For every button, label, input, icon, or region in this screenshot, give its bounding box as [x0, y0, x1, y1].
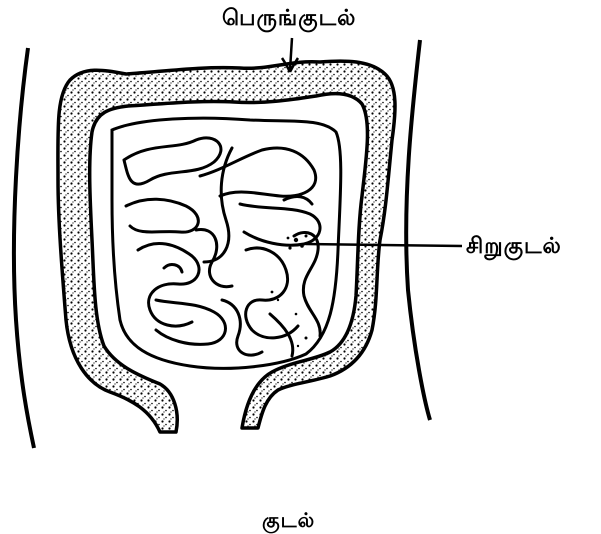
small-intestine-label: சிறுகுடல் [466, 236, 562, 258]
label-pointer-small [306, 244, 462, 246]
diagram-caption: குடல் [262, 510, 315, 530]
body-outline-left [14, 48, 34, 448]
body-outline-right [406, 40, 430, 420]
large-intestine-label: பெருங்குடல் [222, 8, 356, 30]
